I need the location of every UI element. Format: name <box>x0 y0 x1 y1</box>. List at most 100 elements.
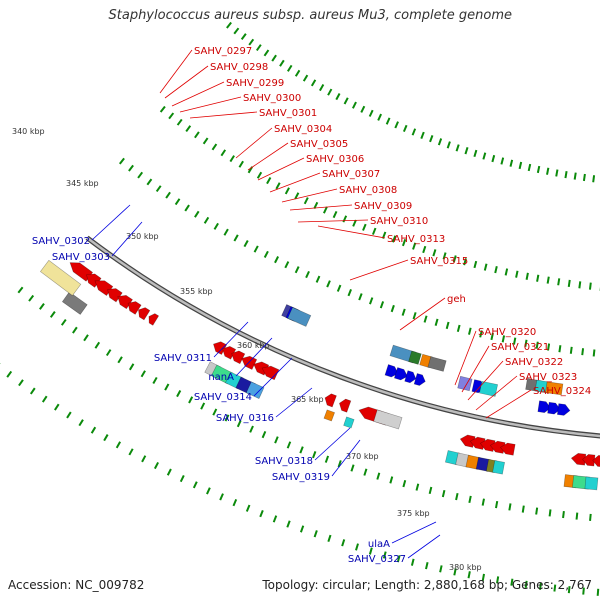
tick-mark <box>294 266 300 274</box>
gene-block-top-shape <box>343 416 355 429</box>
gene-label-bottom: SAHV_0303 <box>52 252 110 263</box>
tick-mark <box>468 327 472 335</box>
tick-mark <box>219 493 224 501</box>
tick-mark <box>581 348 585 356</box>
gene-arrow-top-shape <box>107 288 123 303</box>
gene-block-top-shape <box>323 409 335 422</box>
tick-mark <box>238 160 244 168</box>
tick-mark <box>473 149 478 158</box>
gene-label-top: SAHV_0297 <box>194 46 252 57</box>
gene-arrow-top-shape <box>459 434 476 448</box>
tick-mark <box>592 349 596 357</box>
tick-mark <box>128 363 135 371</box>
tick-mark <box>347 288 352 297</box>
gene-label-top: SAHV_0304 <box>274 124 332 135</box>
tick-mark <box>115 441 122 449</box>
tick-mark <box>376 472 381 480</box>
tick-mark <box>29 387 36 395</box>
gene-block-top-shape <box>455 452 471 468</box>
tick-mark <box>567 586 571 594</box>
tick-mark <box>152 376 158 385</box>
tick-mark <box>439 565 443 573</box>
gene-label-top: SAHV_0324 <box>533 386 591 397</box>
tick-mark <box>206 487 211 495</box>
gene-arrow-top <box>582 454 596 467</box>
tick-mark <box>352 219 357 227</box>
label-leader <box>159 49 193 94</box>
gene-arrow-top <box>324 393 337 408</box>
gene-block-top-shape <box>245 381 265 399</box>
gene-block-bottom <box>457 375 473 392</box>
gene-label-bottom: SAHV_0302 <box>32 236 90 247</box>
tick-mark <box>72 326 78 334</box>
gene-arrow-bottom-shape <box>404 370 417 384</box>
gene-label-bottom: SAHV_0316 <box>216 413 274 424</box>
gene-label-top: SAHV_0305 <box>290 139 348 150</box>
tick-mark <box>368 109 374 117</box>
kbp-label: 355 kbp <box>180 287 213 296</box>
tick-mark <box>402 124 408 133</box>
gene-label-bottom: ulaA <box>368 539 390 550</box>
tick-mark <box>546 276 550 284</box>
gene-arrow-top-shape <box>469 436 486 450</box>
tick-mark <box>266 177 272 185</box>
label-leader <box>275 387 313 418</box>
tick-mark <box>299 525 305 533</box>
tick-mark <box>558 345 562 353</box>
gene-arrow-top-shape <box>148 313 160 326</box>
tick-mark <box>194 131 200 139</box>
tick-mark <box>255 44 262 51</box>
tick-mark <box>272 515 278 523</box>
tick-mark <box>165 191 171 199</box>
tick-mark <box>194 210 200 218</box>
tick-mark <box>510 578 514 586</box>
tick-mark <box>128 164 134 172</box>
tick-mark <box>253 245 259 253</box>
gene-arrow-top <box>107 288 123 303</box>
gene-arrow-top <box>231 350 246 365</box>
gene-label-top: SAHV_0322 <box>505 357 563 368</box>
gene-block-top <box>245 381 265 399</box>
tick-mark <box>455 492 459 501</box>
tick-mark <box>573 172 577 180</box>
gene-block-bottom <box>287 306 312 327</box>
kbp-label: 350 kbp <box>126 232 159 241</box>
tick-mark <box>153 461 159 470</box>
gene-arrow-bottom <box>413 373 426 386</box>
gene-arrow-top <box>489 440 506 454</box>
gene-label-top: SAHV_0321 <box>491 342 549 353</box>
tick-mark <box>415 483 420 491</box>
label-leader <box>314 427 351 461</box>
tick-mark <box>494 265 498 274</box>
tick-mark <box>546 167 550 175</box>
topology-summary: Topology: circular; Length: 2,880,168 bp… <box>262 578 592 592</box>
tick-mark <box>39 303 45 310</box>
label-leader <box>475 375 518 411</box>
gene-arrow-bottom <box>404 370 417 384</box>
tick-mark <box>468 495 472 504</box>
tick-mark <box>575 512 579 520</box>
tick-mark <box>455 144 460 152</box>
tick-mark <box>567 279 571 288</box>
tick-mark <box>504 268 509 276</box>
gene-arrow-top <box>261 365 280 381</box>
tick-mark <box>286 441 292 449</box>
gene-arrow-top <box>479 438 496 452</box>
tick-mark <box>434 318 439 326</box>
tick-mark <box>412 312 417 320</box>
tick-mark <box>515 270 519 278</box>
tick-mark <box>174 198 181 206</box>
kbp-label: 365 kbp <box>291 395 324 404</box>
tick-mark <box>305 270 310 279</box>
tick-mark <box>423 315 428 323</box>
label-leader <box>391 521 437 544</box>
label-leader <box>461 345 490 393</box>
gene-block-bottom <box>408 350 422 365</box>
tick-mark <box>128 448 134 456</box>
tick-mark <box>49 311 56 318</box>
label-leader <box>407 534 441 559</box>
tick-mark <box>294 192 300 200</box>
gene-block-bottom-shape <box>408 350 422 365</box>
tick-mark <box>501 335 506 343</box>
